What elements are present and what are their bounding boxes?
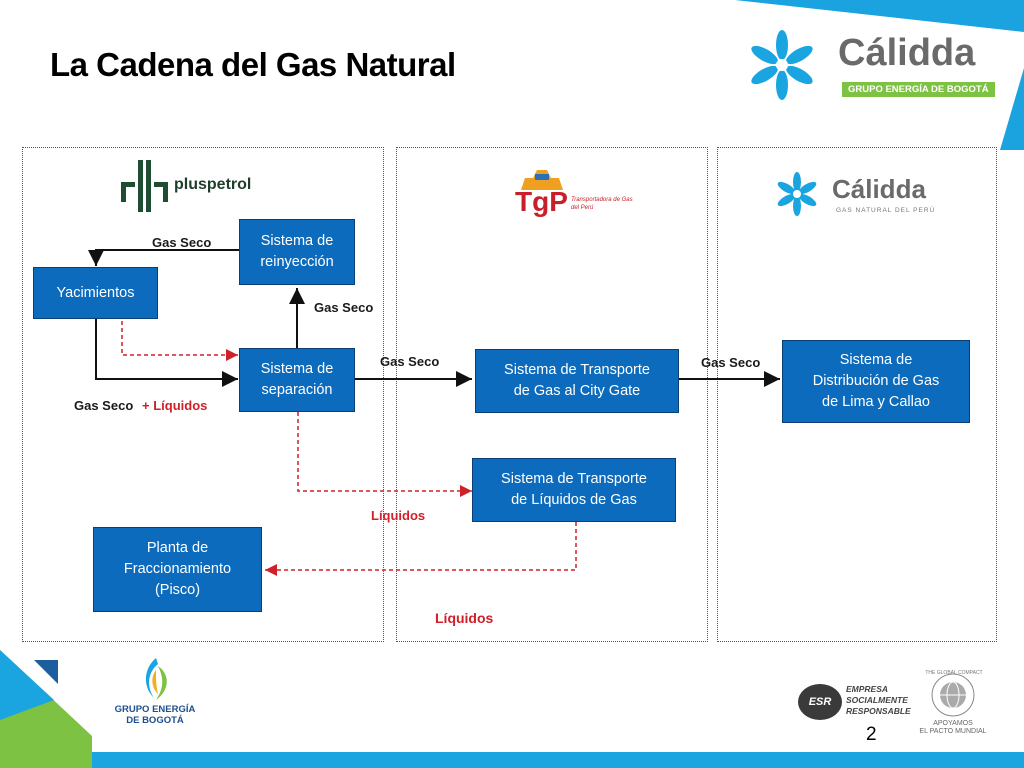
box-reinyeccion: Sistema de reinyección bbox=[239, 219, 355, 285]
label-gas-seco-mid: Gas Seco bbox=[314, 300, 374, 315]
calidda-panel-name: Cálidda bbox=[832, 174, 926, 204]
calidda-flower-icon bbox=[751, 30, 813, 100]
esr-badge-text: ESR bbox=[808, 696, 832, 708]
globe-icon bbox=[931, 673, 975, 717]
global-compact-ring: THE GLOBAL COMPACT bbox=[925, 670, 983, 676]
tgp-name: TgP bbox=[515, 186, 568, 217]
label-liquidos-2: Líquidos bbox=[435, 610, 494, 626]
panel-pluspetrol bbox=[22, 147, 384, 642]
pluspetrol-icon bbox=[121, 160, 168, 212]
esr-badge: ESR bbox=[798, 684, 842, 720]
box-yacimientos: Yacimientos bbox=[33, 267, 158, 319]
header-logo-name: Cálidda bbox=[838, 32, 976, 74]
tgp-sub: Transportadora de Gas del Perú bbox=[571, 197, 633, 211]
label-gas-seco-bottom: Gas Seco bbox=[74, 398, 134, 413]
label-gas-seco-to-calidda: Gas Seco bbox=[701, 355, 761, 370]
panel-tgp bbox=[396, 147, 708, 642]
header-logo-sub: GRUPO ENERGÍA DE BOGOTÁ bbox=[842, 82, 995, 97]
box-transporte-liquidos: Sistema de Transporte de Líquidos de Gas bbox=[472, 458, 676, 522]
box-transporte-gas: Sistema de Transporte de Gas al City Gat… bbox=[475, 349, 679, 413]
header-logo: Cálidda GRUPO ENERGÍA DE BOGOTÁ bbox=[742, 26, 995, 104]
box-distribucion: Sistema de Distribución de Gas de Lima y… bbox=[782, 340, 970, 423]
esr-text: EMPRESA SOCIALMENTE RESPONSABLE bbox=[846, 684, 911, 716]
label-gas-seco-to-tgp: Gas Seco bbox=[380, 354, 440, 369]
calidda-panel-sub: GAS NATURAL DEL PERÚ bbox=[836, 207, 936, 214]
pluspetrol-logo: pluspetrol bbox=[118, 158, 278, 214]
pluspetrol-name: pluspetrol bbox=[174, 176, 252, 193]
tgp-logo: TgP Transportadora de Gas del Perú bbox=[515, 166, 635, 218]
geb-swirl-icon bbox=[145, 658, 167, 700]
label-mas-liquidos: + Líquidos bbox=[142, 398, 208, 413]
global-compact-logo: THE GLOBAL COMPACT APOYAMOS EL PACTO MUN… bbox=[918, 670, 988, 740]
tgp-sun-icon bbox=[521, 170, 563, 190]
geb-text: GRUPO ENERGÍA DE BOGOTÁ bbox=[114, 704, 196, 726]
calidda-panel-logo: Cálidda GAS NATURAL DEL PERÚ bbox=[772, 170, 942, 220]
panel-calidda bbox=[717, 147, 997, 642]
box-fraccionamiento: Planta de Fraccionamiento (Pisco) bbox=[93, 527, 262, 612]
geb-logo: GRUPO ENERGÍA DE BOGOTÁ bbox=[106, 656, 216, 736]
calidda-flower-small-icon bbox=[777, 172, 817, 216]
label-gas-seco-top: Gas Seco bbox=[152, 235, 212, 250]
global-compact-text: APOYAMOS EL PACTO MUNDIAL bbox=[919, 720, 987, 735]
page-number: 2 bbox=[866, 724, 877, 745]
page-title: La Cadena del Gas Natural bbox=[50, 46, 456, 83]
label-liquidos-1: Líquidos bbox=[371, 508, 426, 523]
esr-logo: ESR EMPRESA SOCIALMENTE RESPONSABLE bbox=[798, 682, 918, 724]
box-separacion: Sistema de separación bbox=[239, 348, 355, 412]
